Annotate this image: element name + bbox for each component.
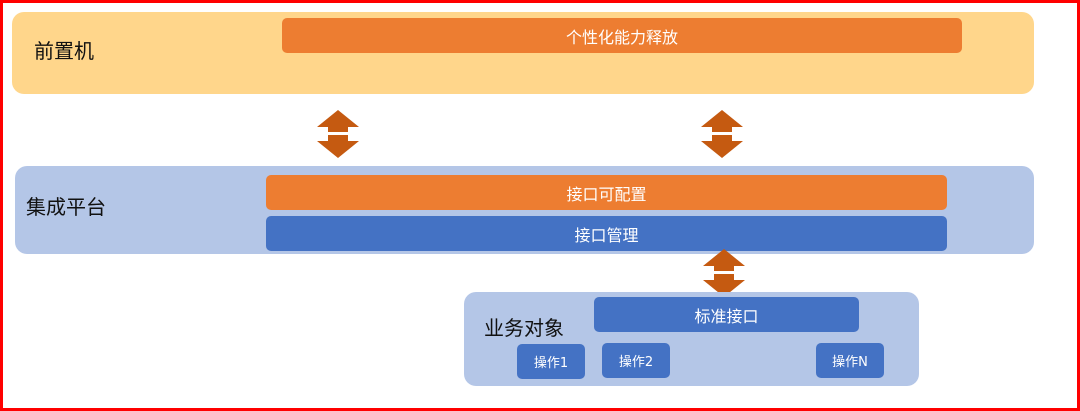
business-object-label: 业务对象 bbox=[484, 316, 564, 340]
operation-1-box: 操作1 bbox=[517, 344, 585, 379]
front-end-label: 前置机 bbox=[34, 39, 94, 63]
operation-n-box: 操作N bbox=[816, 343, 884, 378]
operation-2-box: 操作2 bbox=[602, 343, 670, 378]
bidirectional-arrow-icon bbox=[701, 110, 743, 158]
personalized-capability-bar: 个性化能力释放 bbox=[282, 18, 962, 53]
interface-management-bar: 接口管理 bbox=[266, 216, 947, 251]
integration-platform-label: 集成平台 bbox=[26, 195, 106, 219]
bidirectional-arrow-icon bbox=[703, 249, 745, 297]
bidirectional-arrow-icon bbox=[317, 110, 359, 158]
interface-configurable-bar: 接口可配置 bbox=[266, 175, 947, 210]
standard-interface-bar: 标准接口 bbox=[594, 297, 859, 332]
